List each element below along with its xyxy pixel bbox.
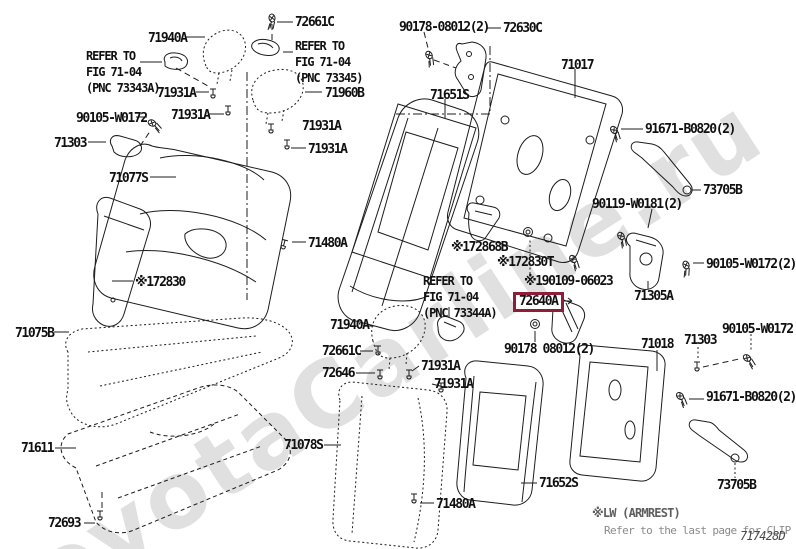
part-label-71018[interactable]: 71018 (641, 337, 675, 352)
construction-line (395, 46, 491, 115)
part-label-172830t[interactable]: ※172830T (497, 255, 555, 270)
latch-71305 (626, 232, 664, 290)
frame-71017 (447, 61, 623, 263)
part-label-71931a[interactable]: 71931A (171, 108, 211, 123)
part-label-71075b[interactable]: 71075B (15, 326, 55, 341)
board-71018 (569, 344, 666, 482)
part-label-73705b[interactable]: 73705B (703, 183, 743, 198)
part-label-71305a[interactable]: 71305A (634, 289, 674, 304)
part-label-71940a[interactable]: 71940A (330, 318, 370, 333)
part-label-71931a[interactable]: 71931A (421, 359, 461, 374)
part-label-91671-b0820-2[interactable]: 91671-B0820(2) (706, 390, 796, 405)
part-label-71931a[interactable]: 71931A (157, 86, 197, 101)
diagram-code: 717428D (740, 529, 786, 543)
part-label-refer-to-fig-71-04-pnc-73344a[interactable]: REFER TO FIG 71-04 (PNC 73344A) (423, 274, 498, 320)
cover-71652 (456, 360, 544, 506)
part-label-90105-w0172-2[interactable]: 90105-W0172(2) (706, 257, 796, 272)
part-label-72640a[interactable]: 72640A (513, 292, 564, 312)
cover-71078 (332, 381, 448, 549)
part-label-73705b[interactable]: 73705B (717, 478, 757, 493)
part-label-90105-w0172[interactable]: 90105-W0172 (76, 111, 148, 126)
seatback-center (337, 98, 480, 331)
fasteners (96, 13, 759, 521)
part-label-91671-b0820-2[interactable]: 91671-B0820(2) (645, 122, 736, 137)
armrest-panel (92, 196, 151, 327)
part-label-172830[interactable]: ※172830 (135, 275, 186, 290)
part-label-190109-06023[interactable]: ※190109-06023 (524, 274, 614, 289)
cushion-main (60, 384, 291, 534)
part-label-72630c[interactable]: 72630C (503, 21, 543, 36)
part-label-71303[interactable]: 71303 (54, 136, 88, 151)
headrest-top-left (202, 29, 247, 85)
part-label-refer-to-fig-71-04-pnc-73343a[interactable]: REFER TO FIG 71-04 (PNC 73343A) (86, 49, 161, 95)
seatback-left (93, 143, 292, 330)
part-label-71078s[interactable]: 71078S (284, 438, 324, 453)
part-label-71017[interactable]: 71017 (561, 58, 595, 73)
part-label-71611[interactable]: 71611 (21, 441, 55, 456)
part-label-71303[interactable]: 71303 (684, 333, 718, 348)
headrest-mid (251, 68, 304, 125)
refer-clip-73345 (251, 39, 280, 56)
hinge-arm-top (630, 141, 693, 197)
pad-72868 (466, 202, 501, 242)
part-label-71480a[interactable]: 71480A (308, 236, 348, 251)
part-label-71931a[interactable]: 71931A (308, 142, 348, 157)
part-label-71480a[interactable]: 71480A (436, 497, 476, 512)
part-label-71651s[interactable]: 71651S (430, 88, 470, 103)
cushion-top (65, 317, 293, 428)
frame-71651 (351, 103, 477, 279)
part-label-90178-08012-2[interactable]: 90178 08012(2) (504, 342, 595, 357)
part-label-72661c[interactable]: 72661C (295, 15, 335, 30)
part-label-72646[interactable]: 72646 (322, 366, 356, 381)
part-label-71931a[interactable]: 71931A (434, 377, 474, 392)
part-label-90119-w0181-2[interactable]: 90119-W0181(2) (592, 197, 683, 212)
part-label-71077s[interactable]: 71077S (109, 171, 149, 186)
part-label-90105-w0172[interactable]: 90105-W0172 (722, 322, 794, 337)
headrest-bottom (371, 304, 426, 371)
part-label-72661c[interactable]: 72661C (322, 344, 362, 359)
part-label-72693[interactable]: 72693 (48, 516, 82, 531)
part-label-71652s[interactable]: 71652S (539, 476, 579, 491)
part-label-172868b[interactable]: ※172868B (451, 240, 509, 255)
hook-73344 (437, 316, 465, 342)
leader-lines (54, 21, 752, 524)
part-label-71931a[interactable]: 71931A (302, 119, 342, 134)
part-label-90178-08012-2[interactable]: 90178-08012(2) (399, 20, 490, 35)
knob-71303 (109, 135, 142, 158)
part-label-71960b[interactable]: 71960B (325, 86, 365, 101)
bracket-72630 (454, 41, 487, 98)
part-label-refer-to-fig-71-04-pnc-73345[interactable]: REFER TO FIG 71-04 (PNC 73345) (295, 39, 363, 85)
clip-footnote: Refer to the last page for CLIP (604, 524, 791, 537)
hinge-arm-bottom (688, 419, 749, 463)
refer-clip-73343 (163, 52, 189, 70)
armrest-note: ※LW (ARMREST) (592, 506, 681, 520)
part-label-71940a[interactable]: 71940A (148, 31, 188, 46)
